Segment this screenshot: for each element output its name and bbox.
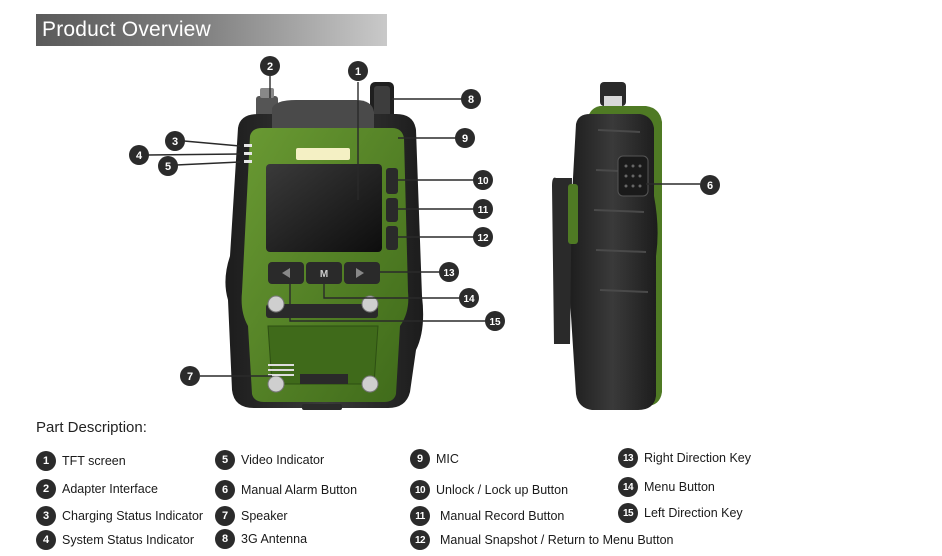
part-label: Adapter Interface — [62, 482, 158, 496]
part-number-badge: 2 — [36, 479, 56, 499]
svg-text:1: 1 — [355, 66, 361, 78]
part-item-11: 11 Manual Record Button — [410, 505, 564, 527]
part-number-badge: 13 — [618, 448, 638, 468]
part-item-7: 7 Speaker — [215, 505, 288, 527]
part-label: Left Direction Key — [644, 506, 743, 520]
callout-14: 14 — [459, 288, 479, 308]
part-number-badge: 10 — [410, 480, 430, 500]
part-label: MIC — [436, 452, 459, 466]
part-label: Manual Snapshot / Return to Menu Button — [440, 533, 674, 547]
part-label: Menu Button — [644, 480, 715, 494]
part-number-badge: 6 — [215, 480, 235, 500]
callout-6: 6 — [700, 175, 720, 195]
part-label: TFT screen — [62, 454, 126, 468]
svg-text:12: 12 — [477, 233, 489, 244]
svg-text:3: 3 — [172, 136, 178, 148]
part-item-3: 3 Charging Status Indicator — [36, 505, 203, 527]
callout-13: 13 — [439, 262, 459, 282]
part-number-badge: 14 — [618, 477, 638, 497]
part-description-title: Part Description: — [36, 419, 147, 436]
callout-4: 4 — [129, 145, 149, 165]
callout-12: 12 — [473, 227, 493, 247]
part-number-badge: 15 — [618, 503, 638, 523]
svg-text:15: 15 — [489, 317, 501, 328]
svg-text:8: 8 — [468, 94, 474, 106]
part-item-14: 14 Menu Button — [618, 476, 715, 498]
device-front-view: M — [225, 82, 424, 410]
callout-8: 8 — [461, 89, 481, 109]
part-label: Speaker — [241, 509, 288, 523]
svg-text:9: 9 — [462, 133, 468, 145]
page-title: Product Overview — [42, 18, 211, 41]
part-item-4: 4 System Status Indicator — [36, 529, 194, 551]
part-number-badge: 4 — [36, 530, 56, 550]
menu-key — [306, 262, 342, 284]
part-number-badge: 11 — [410, 506, 430, 526]
part-item-5: 5 Video Indicator — [215, 449, 324, 471]
part-label: Manual Alarm Button — [241, 483, 358, 497]
callout-1: 1 — [348, 61, 368, 81]
callout-5: 5 — [158, 156, 178, 176]
header-bar: Product Overview — [36, 14, 387, 46]
part-label: 3G Antenna — [241, 532, 308, 546]
callout-9: 9 — [455, 128, 475, 148]
callout-7: 7 — [180, 366, 200, 386]
belt-clip — [552, 177, 572, 344]
part-number-badge: 8 — [215, 529, 235, 549]
part-item-10: 10 Unlock / Lock up Button — [410, 479, 568, 501]
part-number-badge: 5 — [215, 450, 235, 470]
part-item-9: 9 MIC — [410, 448, 459, 470]
part-item-6: 6 Manual Alarm Button — [215, 479, 357, 501]
part-label: Right Direction Key — [644, 451, 751, 465]
svg-text:14: 14 — [463, 294, 475, 305]
part-number-badge: 12 — [410, 530, 430, 550]
callout-15: 15 — [485, 311, 505, 331]
tft-screen — [266, 164, 382, 252]
side-button-unlock — [386, 168, 398, 194]
side-button-snapshot — [386, 226, 398, 250]
part-label: Video Indicator — [241, 453, 325, 467]
part-label: Unlock / Lock up Button — [436, 483, 569, 497]
device-diagram: M — [129, 56, 720, 410]
svg-text:11: 11 — [478, 205, 489, 216]
part-item-15: 15 Left Direction Key — [618, 502, 743, 524]
device-side-view — [552, 82, 662, 410]
svg-text:6: 6 — [707, 180, 713, 192]
svg-text:10: 10 — [477, 176, 489, 187]
part-number-badge: 3 — [36, 506, 56, 526]
callout-2: 2 — [260, 56, 280, 76]
part-label: Charging Status Indicator — [62, 509, 204, 523]
part-item-1: 1 TFT screen — [36, 450, 126, 472]
part-item-2: 2 Adapter Interface — [36, 478, 158, 500]
leader-lines — [147, 76, 700, 377]
menu-key-label: M — [320, 269, 328, 280]
speaker-grill — [268, 364, 294, 376]
svg-text:5: 5 — [165, 161, 171, 173]
part-item-12: 12 Manual Snapshot / Return to Menu Butt… — [410, 529, 673, 551]
svg-text:4: 4 — [136, 150, 143, 162]
part-number-badge: 1 — [36, 451, 56, 471]
side-button-record — [386, 198, 398, 222]
callout-11: 11 — [473, 199, 493, 219]
svg-text:2: 2 — [267, 61, 273, 73]
callout-10: 10 — [473, 170, 493, 190]
callout-3: 3 — [165, 131, 185, 151]
part-label: System Status Indicator — [62, 533, 195, 547]
part-item-13: 13 Right Direction Key — [618, 447, 751, 469]
svg-text:7: 7 — [187, 371, 193, 383]
part-item-8: 8 3G Antenna — [215, 528, 307, 550]
part-number-badge: 9 — [410, 449, 430, 469]
part-label: Manual Record Button — [440, 509, 565, 523]
part-number-badge: 7 — [215, 506, 235, 526]
svg-text:13: 13 — [443, 268, 455, 279]
